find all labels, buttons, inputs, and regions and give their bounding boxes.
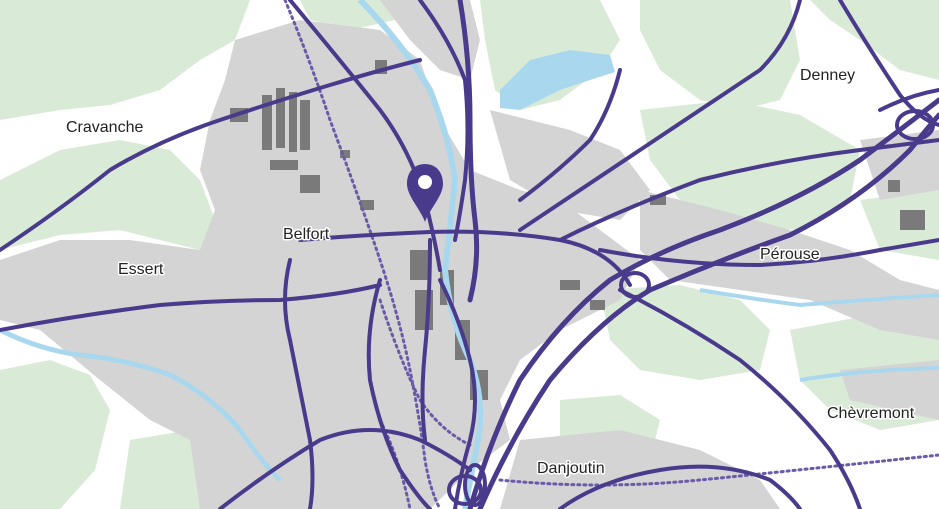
building-block: [289, 92, 297, 152]
forest-area: [300, 0, 400, 30]
interchange-layer: [447, 109, 935, 507]
river-southeast: [799, 366, 939, 382]
urban-area: [640, 190, 939, 340]
river-east: [699, 288, 939, 308]
building-block: [650, 195, 666, 205]
forest-area: [600, 285, 770, 380]
motorway: [457, 0, 480, 303]
road: [366, 278, 432, 509]
road: [618, 288, 862, 509]
forest-area: [640, 0, 800, 110]
motorway: [477, 112, 939, 509]
railway-line: [498, 453, 939, 487]
forest-area: [640, 100, 860, 230]
building-block: [300, 175, 320, 193]
road: [518, 68, 622, 202]
river-west: [0, 327, 282, 482]
road: [0, 58, 422, 252]
urban-area: [840, 360, 939, 420]
road: [558, 138, 939, 242]
urban-area: [490, 110, 650, 220]
building-block: [270, 160, 298, 170]
road: [558, 464, 802, 509]
road: [218, 428, 472, 509]
place-label-chevremont: Chèvremont: [827, 405, 915, 422]
road: [298, 229, 632, 287]
forest-area: [810, 0, 939, 80]
building-block: [300, 100, 310, 150]
road: [518, 0, 802, 232]
forest-area: [0, 0, 250, 120]
road: [838, 0, 939, 127]
road: [420, 238, 432, 442]
road: [878, 88, 939, 112]
label-layer: Cravanche Belfort Essert Denney Pérouse …: [65, 66, 917, 479]
interchange-loop: [619, 271, 651, 299]
motorway: [467, 97, 939, 509]
railway-line: [283, 0, 442, 509]
lake: [500, 50, 615, 110]
building-block: [262, 95, 272, 150]
map-pin-body: [407, 164, 443, 222]
map-pin-icon[interactable]: [407, 164, 443, 222]
place-label-essert: Essert: [118, 261, 164, 278]
place-label-belfort: Belfort: [283, 226, 330, 243]
road: [283, 258, 315, 509]
road: [0, 283, 382, 332]
place-label-cravanche: Cravanche: [66, 119, 143, 136]
building-block: [560, 280, 580, 290]
forest-area: [0, 140, 215, 250]
road: [418, 0, 470, 242]
building-block: [900, 210, 925, 230]
interchange-loop: [463, 463, 487, 507]
place-label-perouse: Pérouse: [760, 246, 820, 263]
interchange-loop: [895, 109, 935, 141]
river-savoureuse: [357, 0, 484, 509]
building-block: [276, 88, 285, 148]
road: [598, 238, 939, 267]
building-block: [360, 200, 374, 210]
map-pin-hole: [418, 175, 432, 189]
railway-line: [378, 298, 472, 447]
building-block: [888, 180, 900, 192]
building-block: [590, 300, 605, 310]
road: [438, 278, 477, 509]
place-label-denney: Denney: [800, 67, 855, 84]
building-block: [410, 250, 430, 280]
building-block: [340, 150, 350, 158]
forest-area: [0, 360, 110, 509]
place-label-danjoutin: Danjoutin: [537, 460, 605, 477]
urban-area: [500, 430, 780, 509]
